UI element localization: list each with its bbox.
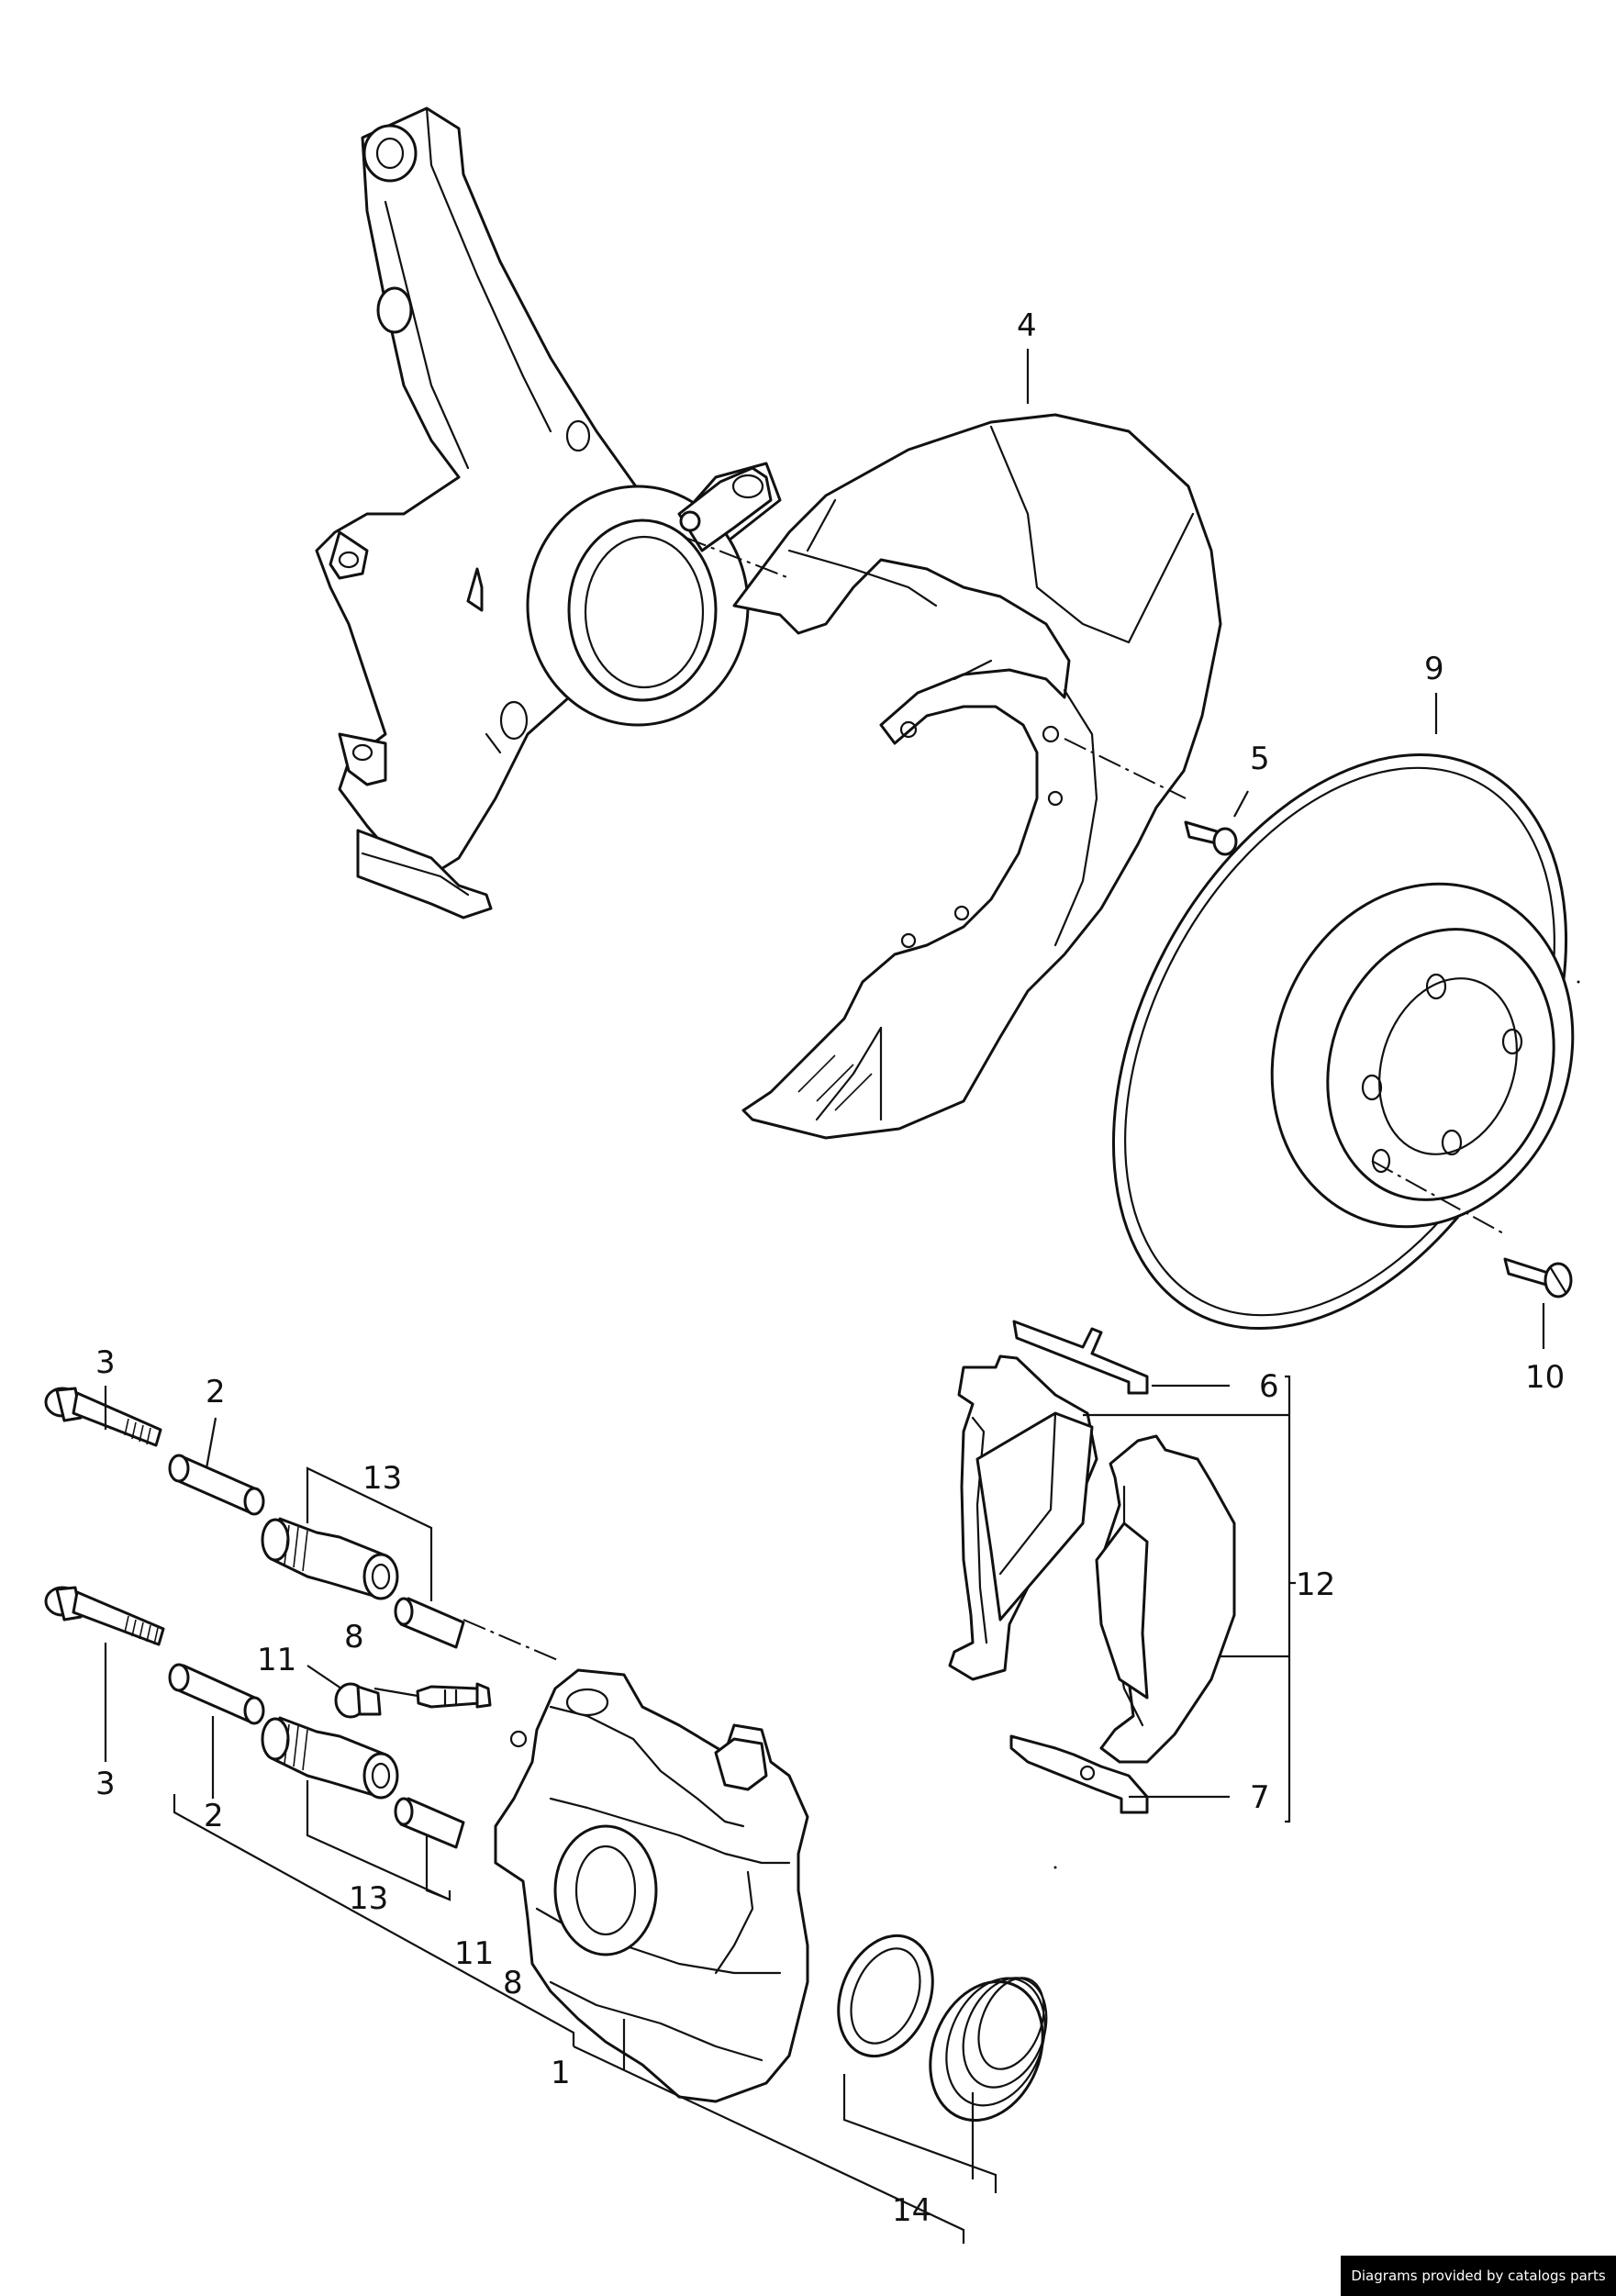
credit-banner: Diagrams provided by catalogs parts <box>1341 2256 1616 2296</box>
guide-bushing-upper <box>261 1517 465 1649</box>
guide-sleeve-lower <box>168 1663 265 1725</box>
callout-2-upper: 2 <box>206 1374 226 1410</box>
callout-2-lower: 2 <box>204 1798 224 1834</box>
callout-13-lower: 13 <box>349 1880 388 1917</box>
brake-caliper <box>494 1668 809 2103</box>
callout-8-upper: 8 <box>344 1619 364 1655</box>
dust-cap-11 <box>334 1682 382 1719</box>
callout-11-lower: 11 <box>454 1935 494 1972</box>
splash-shield <box>732 413 1222 1140</box>
callout-14: 14 <box>892 2192 931 2229</box>
callout-4: 4 <box>1017 307 1037 344</box>
callout-6: 6 <box>1259 1368 1279 1405</box>
guide-bolt-lower <box>44 1586 165 1646</box>
bolt-5 <box>1184 820 1238 856</box>
callout-3-upper: 3 <box>95 1344 116 1381</box>
piston-seal <box>837 1934 934 2058</box>
callout-1: 1 <box>551 2055 571 2091</box>
callout-3-lower: 3 <box>95 1766 116 1802</box>
callout-11-upper: 11 <box>257 1642 296 1678</box>
callout-10: 10 <box>1525 1359 1565 1396</box>
callout-7: 7 <box>1250 1779 1270 1816</box>
callout-13-upper: 13 <box>362 1460 402 1497</box>
brake-disc <box>1111 752 1575 1331</box>
guide-sleeve-upper <box>168 1454 265 1516</box>
guide-bushing-lower <box>261 1716 465 1849</box>
guide-bolt-upper <box>44 1387 162 1447</box>
callout-8-lower: 8 <box>503 1965 523 2001</box>
callout-5: 5 <box>1250 741 1270 777</box>
callout-12: 12 <box>1296 1566 1335 1603</box>
screw-10 <box>1503 1257 1573 1298</box>
dust-boot <box>929 1977 1048 2123</box>
callout-labels: 4 9 5 10 6 12 7 3 2 13 11 8 3 2 13 11 8 … <box>95 307 1565 2229</box>
callout-9: 9 <box>1424 651 1444 687</box>
assembly-axes <box>463 536 1506 1662</box>
brake-pad-set <box>948 1320 1236 1814</box>
bleeder-valve-8 <box>416 1682 492 1709</box>
leader-lines <box>104 349 1545 2244</box>
steering-knuckle <box>315 106 782 920</box>
